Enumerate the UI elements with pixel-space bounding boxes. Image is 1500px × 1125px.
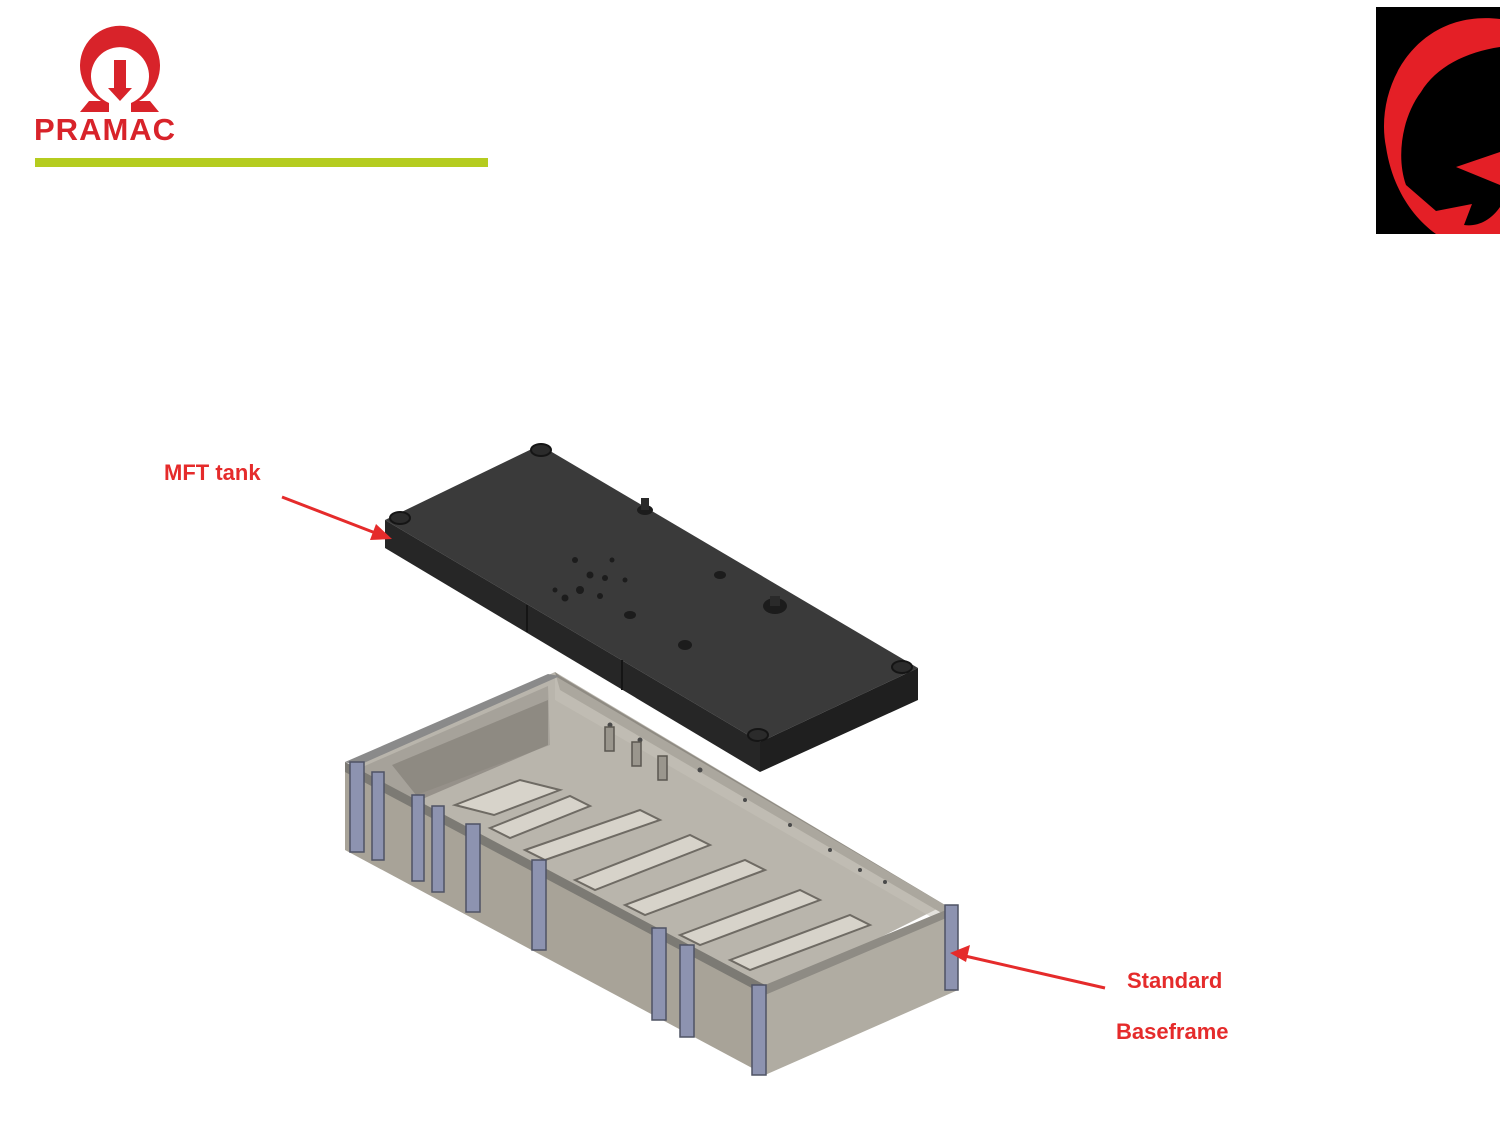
callout-baseframe-line1: Standard [1127,968,1223,993]
baseframe-callout-arrow [950,945,1106,990]
callout-baseframe-line2: Baseframe [1116,1019,1229,1044]
tank-callout-arrow [281,495,392,540]
accent-rule [35,158,488,167]
corner-brand-mark-icon [1376,7,1500,234]
pramac-logo-icon [79,25,160,112]
brand-name: PRAMAC [34,112,177,147]
mft-tank [385,443,918,772]
callout-mft-tank: MFT tank [164,460,261,485]
baseframe [345,672,959,1076]
